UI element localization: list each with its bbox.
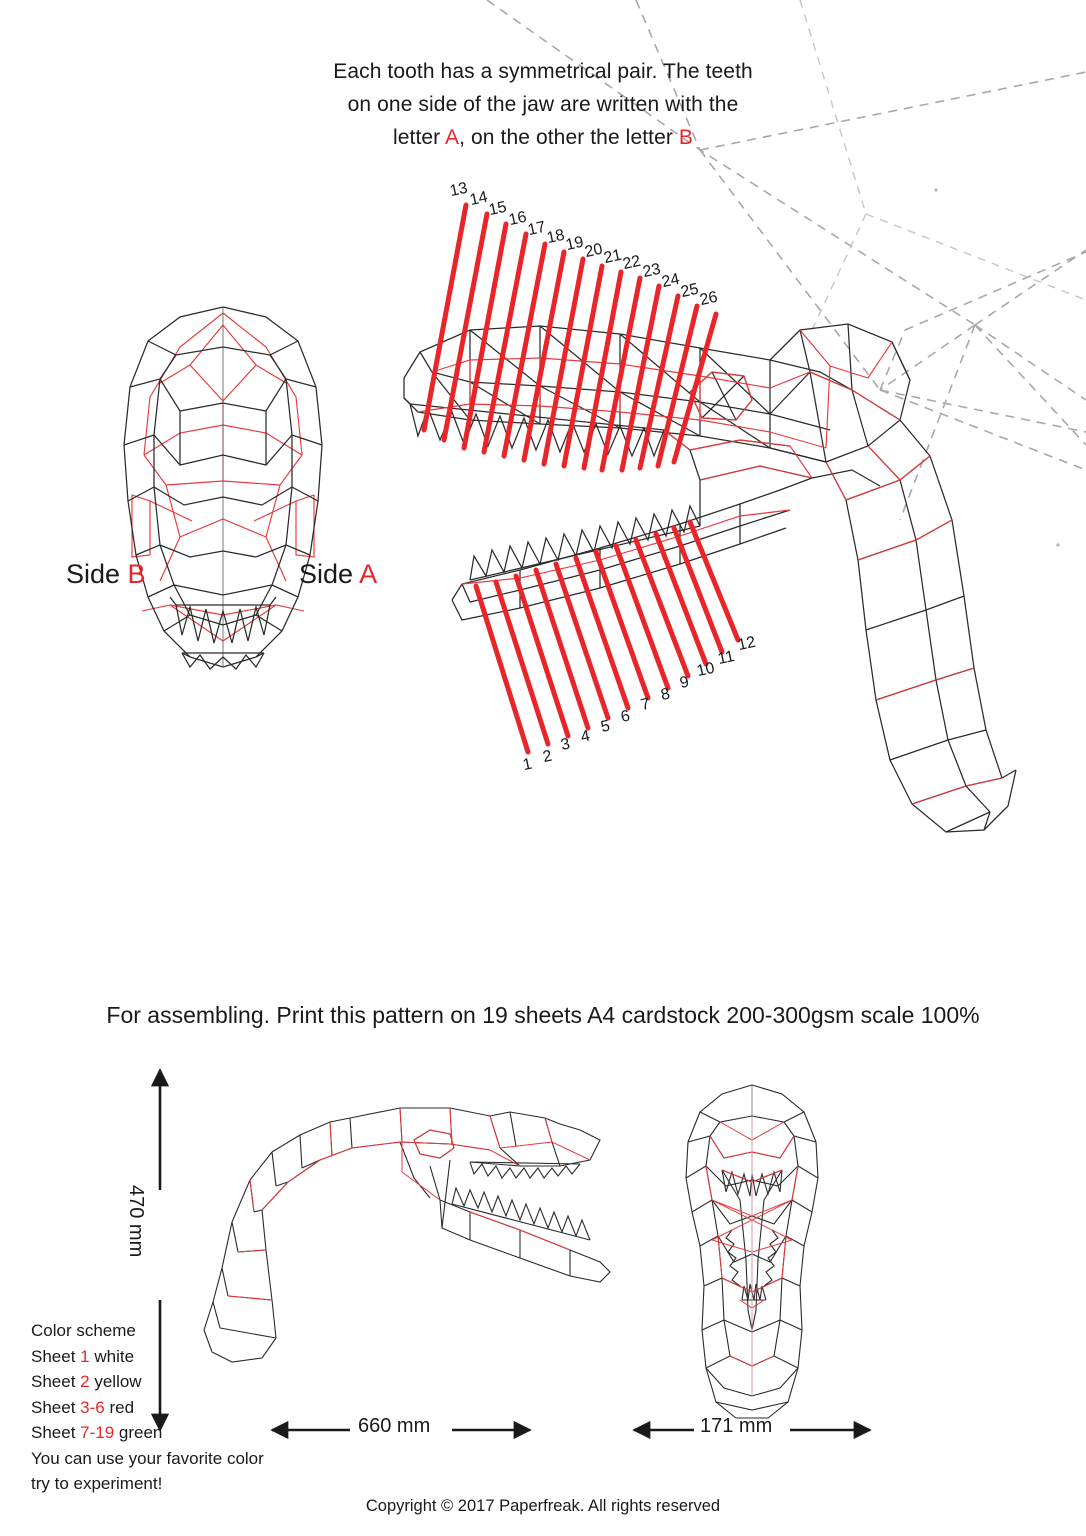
side-label-a-prefix: Side bbox=[299, 559, 360, 589]
legend-row-4-prefix: Sheet bbox=[31, 1423, 81, 1442]
legend-row-3-number: 3-6 bbox=[80, 1397, 105, 1417]
legend-note-1: You can use your favorite color bbox=[31, 1448, 264, 1468]
header-line-3: letter A, on the other the letter B bbox=[0, 121, 1086, 154]
legend-title: Color scheme bbox=[31, 1321, 136, 1340]
legend-row-sheet-1: Sheet 1 white bbox=[31, 1344, 264, 1370]
header-line-1: Each tooth has a symmetrical pair. The t… bbox=[333, 60, 753, 83]
instruction-header: Each tooth has a symmetrical pair. The t… bbox=[0, 55, 1086, 154]
header-letter-a: A bbox=[445, 126, 460, 149]
header-line-3-mid: , on the other the letter bbox=[459, 126, 679, 149]
dimension-label-height: 470 mm bbox=[125, 1185, 147, 1258]
legend-row-4-suffix: green bbox=[114, 1423, 163, 1442]
side-label-b: Side B bbox=[66, 559, 146, 590]
dimension-label-width-side: 660 mm bbox=[358, 1415, 431, 1437]
legend-row-1-suffix: white bbox=[89, 1346, 135, 1366]
color-scheme-legend: Color scheme Sheet 1 white Sheet 2 yello… bbox=[31, 1318, 264, 1497]
side-label-a-letter: A bbox=[359, 559, 378, 589]
legend-row-1-number: 1 bbox=[80, 1346, 90, 1366]
side-label-b-prefix: Side bbox=[66, 559, 128, 589]
header-line-2: on one side of the jaw are written with … bbox=[347, 93, 739, 116]
legend-row-2-prefix: Sheet bbox=[31, 1372, 81, 1391]
legend-row-4-number: 7-19 bbox=[80, 1423, 115, 1442]
legend-row-sheet-3-6: Sheet 3-6 red bbox=[31, 1395, 264, 1421]
side-label-a: Side A bbox=[299, 559, 377, 590]
header-line-3-prefix: letter bbox=[392, 126, 446, 149]
legend-row-sheet-2: Sheet 2 yellow bbox=[31, 1369, 264, 1395]
legend-row-3-prefix: Sheet bbox=[31, 1397, 81, 1417]
legend-row-sheet-7-19: Sheet 7-19 green bbox=[31, 1420, 264, 1446]
legend-note-2: try to experiment! bbox=[31, 1474, 163, 1493]
header-letter-b: B bbox=[678, 126, 694, 149]
assembly-instruction: For assembling. Print this pattern on 19… bbox=[106, 1002, 980, 1028]
legend-row-2-number: 2 bbox=[80, 1372, 90, 1391]
copyright-notice: Copyright © 2017 Paperfreak. All rights … bbox=[365, 1497, 721, 1515]
dimension-label-width-front: 171 mm bbox=[700, 1415, 773, 1437]
legend-row-2-suffix: yellow bbox=[89, 1372, 142, 1391]
legend-row-1-prefix: Sheet bbox=[31, 1346, 81, 1366]
legend-row-3-suffix: red bbox=[104, 1397, 135, 1417]
side-label-b-letter: B bbox=[127, 559, 146, 589]
